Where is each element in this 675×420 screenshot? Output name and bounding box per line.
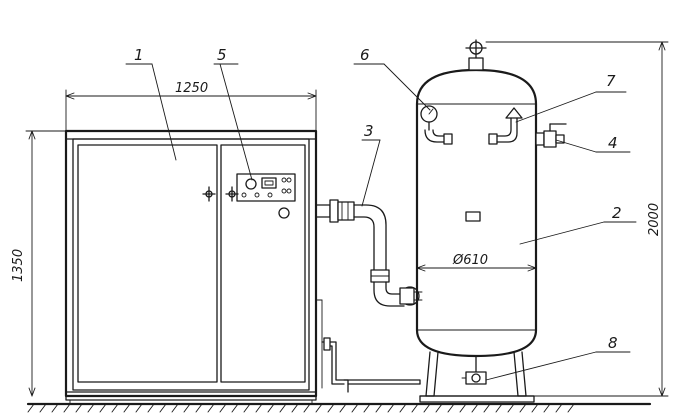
discharge-pipe (315, 199, 423, 307)
nameplate-icon (465, 211, 481, 222)
callout-8: 8 (485, 334, 631, 381)
callout-1-label: 1 (134, 46, 144, 64)
inner-pipe (488, 107, 523, 145)
callout-2-label: 2 (612, 204, 622, 222)
floor (26, 402, 652, 413)
display-icon (261, 177, 277, 189)
drain-valve-icon (461, 355, 487, 385)
dimension-unit-height: 1350 (11, 130, 67, 397)
dimension-diameter: Ø610 (416, 253, 537, 272)
dimension-width: 1250 (65, 81, 317, 132)
callout-2: 2 (519, 204, 637, 245)
arrow-up-icon (505, 107, 523, 119)
control-panel (236, 173, 296, 202)
callout-4-label: 4 (608, 134, 618, 152)
unit-door-right (220, 144, 306, 383)
dimension-tank-height: 2000 (485, 41, 669, 397)
callout-3-label: 3 (364, 122, 374, 140)
dimension-diameter-label: Ø610 (452, 253, 488, 268)
safety-valve-icon (465, 39, 487, 71)
drain-line (321, 337, 421, 393)
callout-7-label: 7 (606, 72, 616, 90)
callout-6: 6 (353, 46, 431, 111)
unit-door-left (77, 144, 218, 383)
dimension-tank-height-label: 2000 (647, 203, 662, 236)
stop-button-icon (278, 207, 290, 219)
dimension-unit-height-label: 1350 (11, 249, 26, 282)
door-handle-icon (225, 186, 239, 202)
compressor-unit (64, 129, 323, 405)
callout-8-label: 8 (608, 334, 618, 352)
gauge-icon (245, 178, 257, 190)
callout-3: 3 (361, 122, 381, 207)
callout-4: 4 (555, 134, 631, 153)
callout-1: 1 (125, 46, 177, 161)
air-receiver-tank (415, 39, 567, 403)
pressure-gauge-icon (420, 105, 453, 145)
dimension-width-label: 1250 (175, 81, 208, 96)
callout-5-label: 5 (217, 46, 227, 64)
floor-hatching (27, 403, 575, 413)
callout-5: 5 (213, 46, 253, 181)
door-handle-icon (202, 186, 216, 202)
callout-6-label: 6 (360, 46, 370, 64)
callout-7: 7 (515, 72, 627, 123)
outlet-valve-icon (535, 123, 567, 148)
